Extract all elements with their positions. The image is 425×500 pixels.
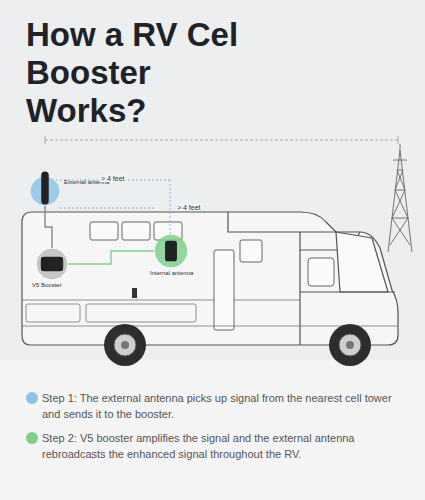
step-text: Step 2: V5 booster amplifies the signal … [42, 430, 402, 462]
node-circle [154, 234, 188, 268]
cable-connector [45, 206, 52, 248]
cable-connector [68, 251, 154, 264]
node-circle [30, 176, 60, 206]
external-antenna: External antenna [30, 176, 60, 206]
node-label: V5 Booster [32, 282, 62, 288]
node-circle [36, 248, 68, 280]
step-text: Step 1: The external antenna picks up si… [42, 390, 402, 422]
internal-antenna: Internal antenna [154, 234, 188, 268]
dimension-label: > 4 feet [100, 175, 126, 182]
node-label: Internal antenna [150, 270, 193, 276]
diagram-title: How a RV Cel Booster Works? [26, 16, 276, 130]
booster-unit: V5 Booster [36, 248, 68, 280]
dimension-label: > 4 feet [176, 204, 202, 211]
